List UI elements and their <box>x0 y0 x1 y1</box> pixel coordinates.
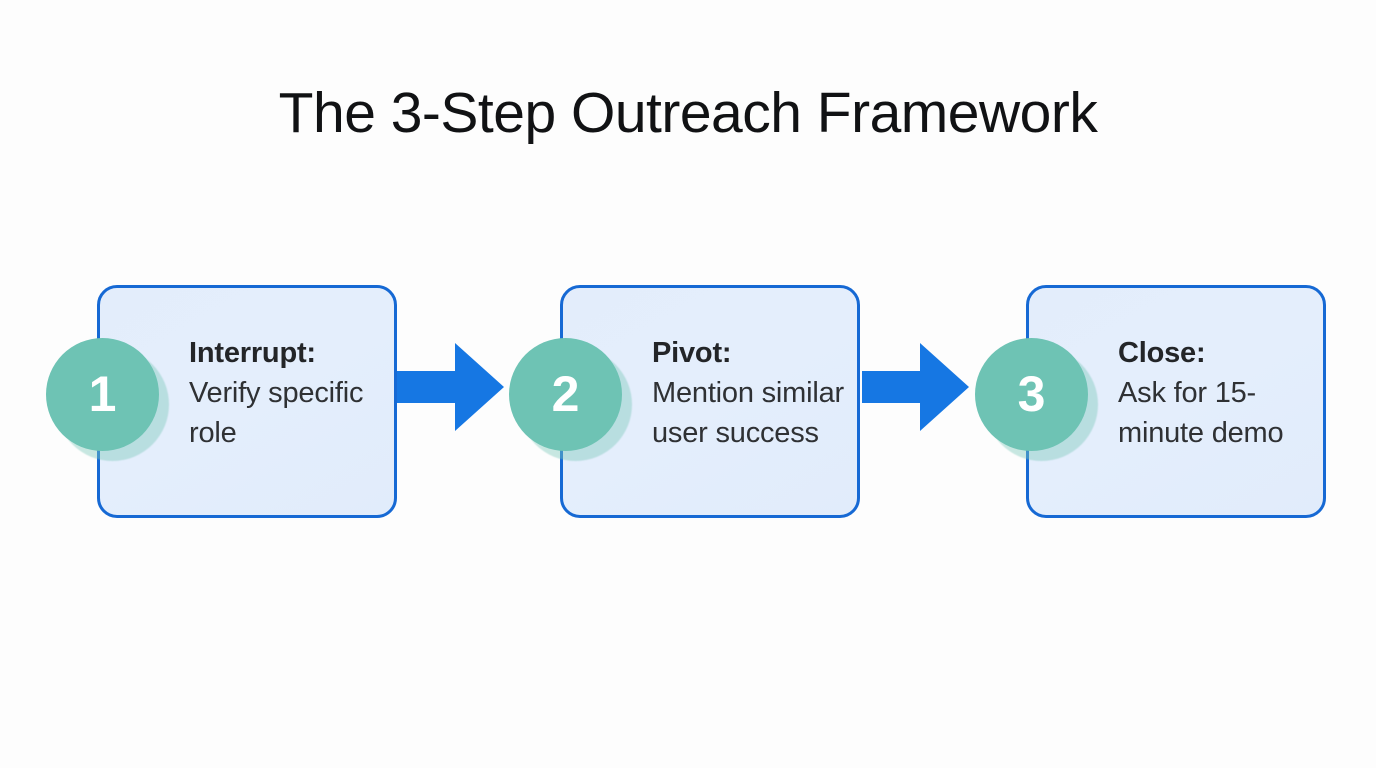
step-body-3: Ask for 15-minute demo <box>1118 377 1284 449</box>
step-badge-1: 1 <box>42 335 182 475</box>
right-arrow-icon <box>862 343 969 431</box>
connector-arrow-2 <box>862 343 969 431</box>
step-body-2: Mention similar user success <box>652 377 844 449</box>
page-title: The 3-Step Outreach Framework <box>278 81 1098 145</box>
numbered-circle-icon[interactable]: 1 <box>46 338 159 451</box>
step-heading-1: Interrupt: <box>189 337 316 369</box>
process-flow-diagram: 1 Interrupt: Verify specific role 2 <box>0 285 1376 521</box>
step-body-1: Verify specific role <box>189 377 364 449</box>
step-text-2: Pivot: Mention similar user success <box>652 333 845 453</box>
step-card-2[interactable]: 2 Pivot: Mention similar user success <box>509 285 860 518</box>
step-badge-3: 3 <box>971 335 1111 475</box>
numbered-circle-icon[interactable]: 3 <box>975 338 1088 451</box>
connector-arrow-1 <box>397 343 504 431</box>
step-heading-3: Close: <box>1118 337 1206 369</box>
step-number-3: 3 <box>1017 365 1046 422</box>
step-badge-2: 2 <box>505 335 645 475</box>
right-arrow-icon <box>397 343 504 431</box>
step-card-3[interactable]: 3 Close: Ask for 15-minute demo <box>975 285 1326 518</box>
step-heading-2: Pivot: <box>652 337 732 369</box>
step-number-1: 1 <box>88 365 117 422</box>
step-text-1: Interrupt: Verify specific role <box>189 333 382 453</box>
numbered-circle-icon[interactable]: 2 <box>509 338 622 451</box>
step-text-3: Close: Ask for 15-minute demo <box>1118 333 1311 453</box>
step-number-2: 2 <box>551 365 580 422</box>
step-card-1[interactable]: 1 Interrupt: Verify specific role <box>46 285 397 518</box>
